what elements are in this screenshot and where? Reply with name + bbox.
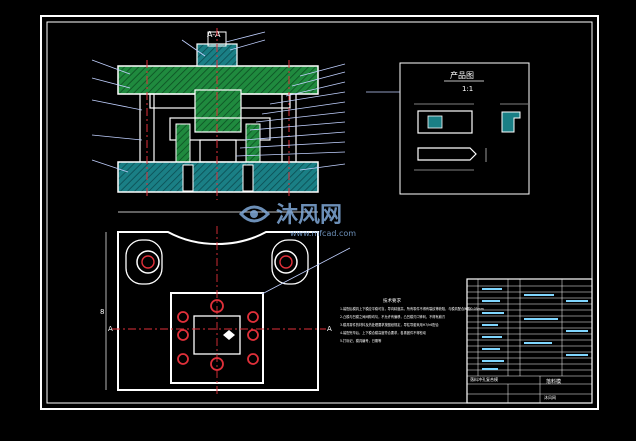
section-label: A-A [207,30,221,39]
title-block: 落料模 沐风网 落料冲孔复合模 [466,278,593,404]
die-insert-left [175,123,191,163]
guide-hole-right-inner [279,255,293,269]
title-block-company: 沐风网 [544,394,556,400]
title-block-sub: 落料冲孔复合模 [470,376,498,382]
punch [194,89,242,133]
pierce-punch [223,330,235,340]
part-side-view [501,111,521,133]
bom-table [466,278,593,404]
guide-hole-right [274,250,298,274]
section-marker-left: A [108,325,113,333]
technical-notes: 技术要求 1.装配后模具上下模应平稳可靠，导向精度高，所有零件不得有裂纹等缺陷，… [340,297,484,343]
notes-title: 技术要求 [383,297,401,304]
upper-die-plate [117,65,319,95]
product-title: 产品图 [450,70,474,80]
watermark: 沐风网 www.mfcad.com [238,203,356,238]
screw-holes [177,299,259,371]
watermark-logo-icon [238,205,271,223]
part-top-view [417,110,473,134]
bom-row-text [482,288,588,370]
section-marker-right: A [327,325,332,333]
part-front-view [417,147,477,161]
note-1: 1.装配后模具上下模应平稳可靠，导向精度高，所有零件不得有裂纹等缺陷，与模具配合… [340,306,484,311]
leader-lines-left [91,31,266,173]
product-drawing: 产品图 1:1 [366,62,530,195]
part-hole [427,115,443,129]
drawing-frame [40,15,599,410]
product-frame [399,62,530,195]
guide-boss-right [271,239,309,285]
die-set-outline [117,231,319,391]
section-view-a-a: A-A [91,28,346,200]
guide-boss-left [125,239,163,285]
dimension-label: 8 [100,308,104,316]
watermark-url: www.mfcad.com [290,229,356,238]
lower-slot-left [182,164,194,192]
note-3: 3.模具零件的材料及热处理要求按图纸规定，导柱导套采用H7/h6配合 [340,322,439,327]
bom-rows [467,279,592,403]
plan-view: 8 A A [100,211,351,394]
lower-die-plate [117,161,319,193]
leader-to-die [261,247,351,295]
leader-lines-right [235,63,346,171]
die-block [199,139,237,163]
title-block-name: 落料模 [546,378,561,385]
note-4: 4.装配完毕后，上下模合模高度符合要求，各紧固件不得松动 [340,330,426,335]
guide-hole-left [136,250,160,274]
lower-slot-right [242,164,254,192]
product-scale: 1:1 [462,85,473,93]
note-2: 2.凸模与凹模之间间隙均匀，不允许有偏移，凸凹模刃口锋利，不得有崩刃 [340,314,445,319]
watermark-brand: 沐风网 [276,203,342,228]
note-5: 5.打标记，模具编号，日期等 [340,338,382,343]
guide-hole-left-inner [141,255,155,269]
